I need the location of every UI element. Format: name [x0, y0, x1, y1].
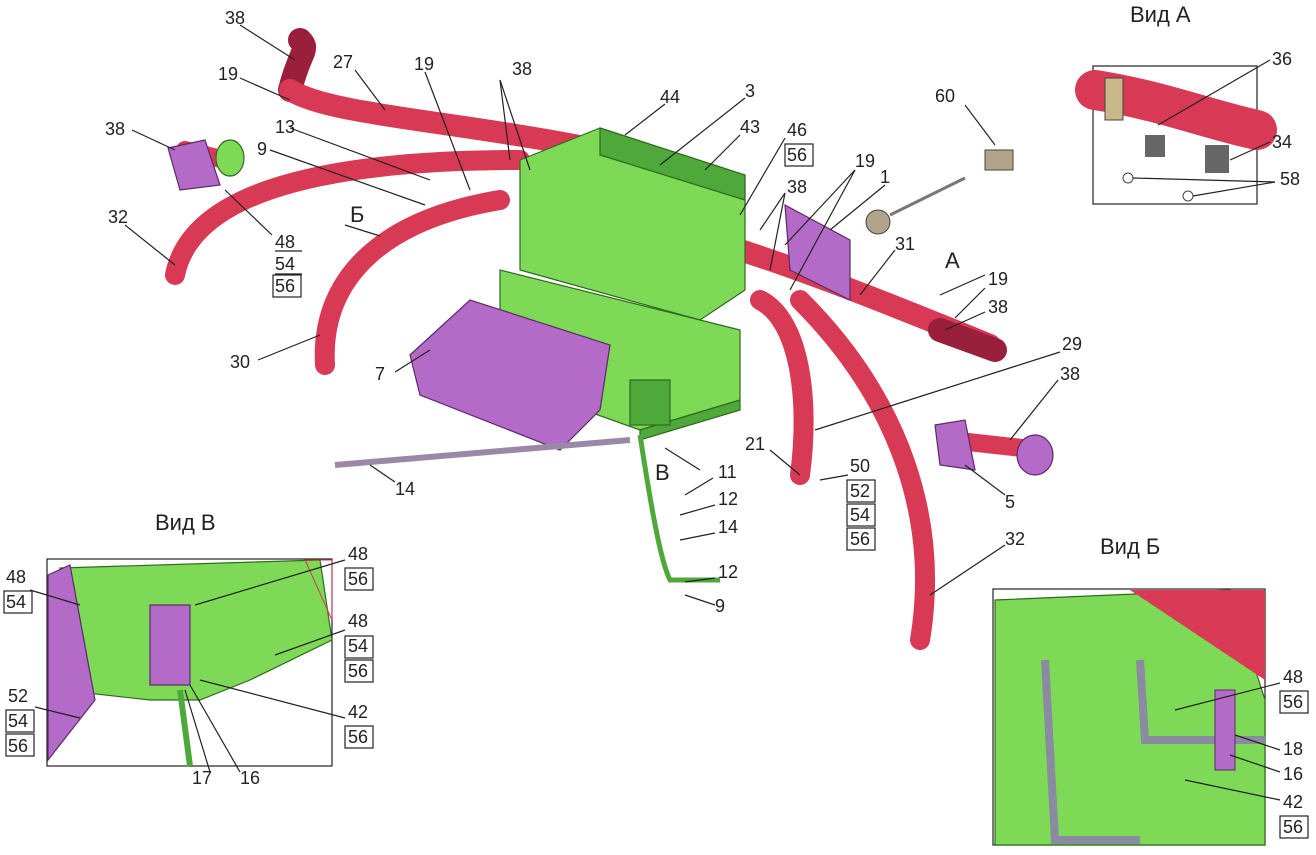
callout-19-mid: 19: [414, 54, 434, 74]
callout-44: 44: [660, 87, 680, 107]
view-v-title: Вид В: [155, 510, 216, 535]
arrow-v-label: В: [655, 460, 670, 485]
view-b-title: Вид Б: [1100, 534, 1160, 559]
view-v-callout-56-d: 56: [8, 736, 28, 756]
callout-54-a: 54: [275, 254, 295, 274]
arrow-a-label: А: [945, 248, 960, 273]
callout-9-bottom: 9: [715, 596, 725, 616]
arrow-b-label: Б: [350, 202, 364, 227]
callout-56-b: 56: [787, 145, 807, 165]
callout-38-mid: 38: [512, 59, 532, 79]
callout-11: 11: [718, 462, 737, 482]
callout-1: 1: [880, 167, 890, 187]
view-b-callout-56-a: 56: [1283, 692, 1303, 712]
callout-56-center: 56: [850, 529, 870, 549]
callout-19-left: 19: [218, 64, 238, 84]
callout-32-right: 32: [1005, 529, 1025, 549]
view-v-callout-56-e: 56: [348, 727, 368, 747]
nozzles: [167, 139, 1054, 476]
callout-5: 5: [1005, 492, 1015, 512]
view-a: Вид А 36 34 58: [1075, 2, 1300, 205]
view-v-callout-52: 52: [8, 686, 28, 706]
callout-14-bottom: 14: [395, 479, 415, 499]
view-v-callout-48-b: 48: [6, 567, 26, 587]
view-v-callout-54-b: 54: [6, 592, 26, 612]
view-v-callout-54-d: 54: [8, 711, 28, 731]
callout-27: 27: [333, 52, 353, 72]
view-b-callout-42: 42: [1283, 792, 1303, 812]
callout-21: 21: [745, 434, 765, 454]
callout-19-right: 19: [988, 269, 1008, 289]
callout-38-right2: 38: [1060, 364, 1080, 384]
main-callouts: 38 27 19 19 38 38 13 9 32 48 54 56 30 7 …: [105, 8, 1082, 616]
callout-38-left: 38: [105, 119, 125, 139]
view-v-callout-48-c: 48: [348, 611, 368, 631]
rear-plate: [784, 203, 851, 301]
view-b-callout-48: 48: [1283, 667, 1303, 687]
view-a-callout-36: 36: [1272, 49, 1292, 69]
view-a-title: Вид А: [1130, 2, 1191, 27]
callout-38-center: 38: [787, 177, 807, 197]
callout-7: 7: [375, 364, 385, 384]
callout-46: 46: [787, 120, 807, 140]
callout-50: 50: [850, 456, 870, 476]
callout-12-b: 12: [718, 562, 738, 582]
view-a-callout-34: 34: [1272, 132, 1292, 152]
view-b-callout-16: 16: [1283, 764, 1303, 784]
view-v: Вид В 48 56 48 54 48 54 56 52 54 56 42 5…: [3, 510, 374, 788]
view-v-callout-16: 16: [240, 768, 260, 788]
callout-56-a: 56: [275, 276, 295, 296]
view-v-callout-54-c: 54: [348, 636, 368, 656]
callout-31: 31: [895, 234, 915, 254]
view-v-callout-17: 17: [192, 768, 212, 788]
rods: [334, 149, 1014, 583]
callout-13: 13: [275, 117, 295, 137]
callout-60: 60: [935, 86, 955, 106]
callout-3: 3: [745, 81, 755, 101]
view-v-callout-56-c: 56: [348, 661, 368, 681]
callout-9-left: 9: [257, 139, 267, 159]
callout-54-center: 54: [850, 505, 870, 525]
callout-38-top: 38: [225, 8, 245, 28]
callout-38-right: 38: [988, 297, 1008, 317]
view-b-callout-56-b: 56: [1283, 817, 1303, 837]
callout-14-a: 14: [718, 517, 738, 537]
callout-48-a: 48: [275, 232, 295, 252]
view-v-callout-56-a: 56: [348, 569, 368, 589]
callout-52-center: 52: [850, 481, 870, 501]
callout-12-a: 12: [718, 489, 738, 509]
view-b: Вид Б 48 56 18 16 42 56: [992, 534, 1309, 846]
view-a-callout-58: 58: [1280, 169, 1300, 189]
view-v-callout-48-a: 48: [348, 544, 368, 564]
callout-29: 29: [1062, 334, 1082, 354]
callout-43: 43: [740, 117, 760, 137]
callout-32-left: 32: [108, 207, 128, 227]
callout-30: 30: [230, 352, 250, 372]
view-b-callout-18: 18: [1283, 739, 1303, 759]
view-v-callout-42: 42: [348, 702, 368, 722]
side-panel: [409, 299, 611, 451]
callout-19-center: 19: [855, 151, 875, 171]
